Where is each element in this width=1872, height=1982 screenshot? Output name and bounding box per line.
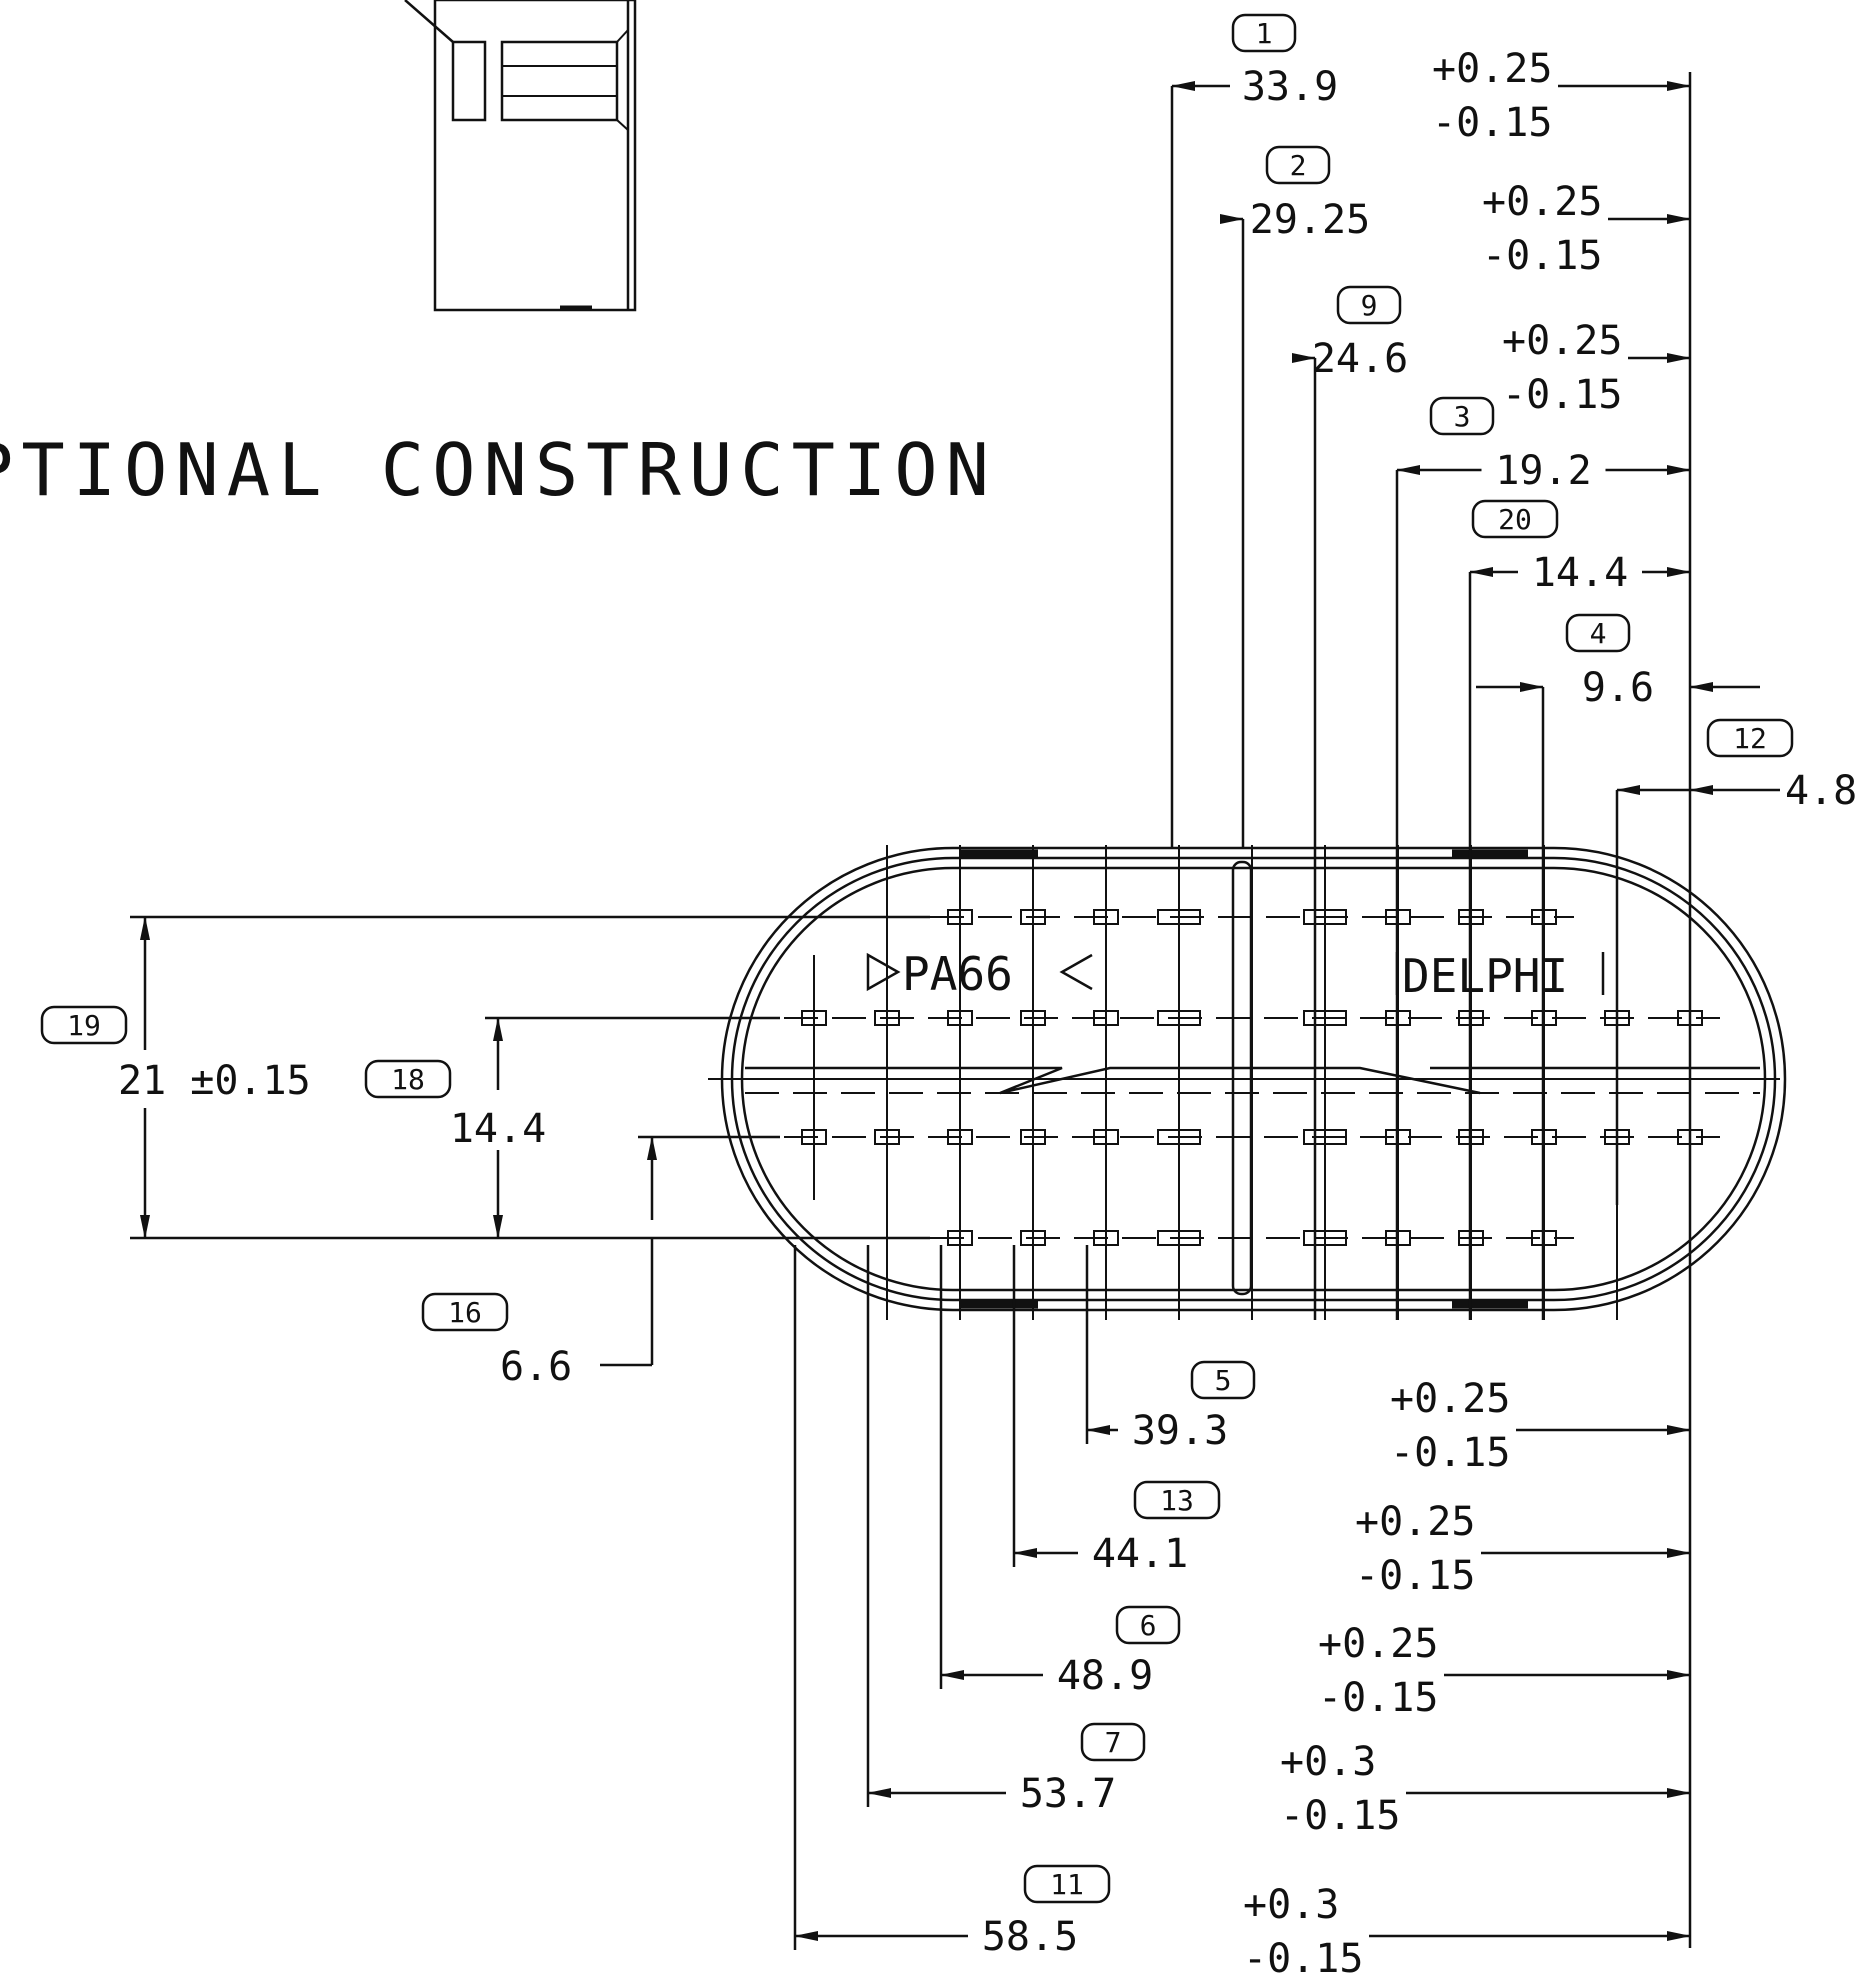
callout-tag-number: 12 [1733, 722, 1767, 755]
dim-tol-plus-11: +0.3 [1243, 1882, 1339, 1928]
callout-tag: 20 [1471, 499, 1559, 539]
callout-tag-number: 7 [1105, 1726, 1122, 1759]
callout-tag-frame [1565, 613, 1631, 653]
callout-tag-number: 16 [448, 1296, 482, 1329]
callout-tag: 16 [421, 1292, 509, 1332]
dim-value-20: 14.4 [1532, 550, 1628, 596]
callout-tag-frame [1133, 1480, 1221, 1520]
dim-tol-plus-13: +0.25 [1355, 1499, 1475, 1545]
callout-tag: 6 [1115, 1605, 1181, 1645]
callout-tag-number: 9 [1361, 289, 1378, 322]
callout-tag-number: 1 [1256, 17, 1273, 50]
dim-tol-minus-9: -0.15 [1502, 372, 1622, 418]
callout-tag-number: 3 [1454, 400, 1471, 433]
dim-tol-plus-6: +0.25 [1318, 1621, 1438, 1667]
callout-tag-frame [1231, 13, 1297, 53]
callout-tag-frame [1265, 145, 1331, 185]
dim-tol-minus-11: -0.15 [1243, 1936, 1363, 1982]
dimension-layer: 1 33.9 +0.25 -0.15 2 29.25 +0.25 -0.15 9 24.6 +0.2… [40, 13, 1857, 1982]
dim-value-3: 19.2 [1495, 448, 1591, 494]
view-title: PTIONAL CONSTRUCTION [0, 428, 997, 512]
dim-value-12: 4.8 [1785, 768, 1857, 814]
dim-tol-plus-2: +0.25 [1482, 179, 1602, 225]
callout-tag-frame [1429, 396, 1495, 436]
callout-tag-frame [421, 1292, 509, 1332]
callout-tag-frame [40, 1005, 128, 1045]
dim-value-18: 14.4 [450, 1106, 546, 1152]
mold-mark-material: PA66 [866, 947, 1093, 1001]
callout-tag-number: 18 [391, 1063, 425, 1096]
dim-value-9: 24.6 [1312, 336, 1408, 382]
dim-tol-minus-13: -0.15 [1355, 1553, 1475, 1599]
callout-tag-number: 5 [1215, 1364, 1232, 1397]
callout-tag-number: 20 [1498, 503, 1532, 536]
callout-tag-frame [1115, 1605, 1181, 1645]
callout-tag: 5 [1190, 1360, 1256, 1400]
dim-tol-plus-7: +0.3 [1280, 1739, 1376, 1785]
dim-tol-minus-1: -0.15 [1432, 100, 1552, 146]
callout-tag-number: 4 [1590, 617, 1607, 650]
callout-tag: 9 [1336, 285, 1402, 325]
callout-tag-frame [1023, 1864, 1111, 1904]
mold-brand-text: DELPHI [1402, 949, 1568, 1003]
callout-tag-frame [364, 1059, 452, 1099]
callout-tag: 4 [1565, 613, 1631, 653]
callout-tag: 13 [1133, 1480, 1221, 1520]
callout-tag: 1 [1231, 13, 1297, 53]
dim-value-4: 9.6 [1582, 665, 1654, 711]
dim-value-7: 53.7 [1020, 1771, 1116, 1817]
callout-tag-number: 13 [1160, 1484, 1194, 1517]
dim-tol-minus-2: -0.15 [1482, 233, 1602, 279]
dim-value-6: 48.9 [1057, 1653, 1153, 1699]
dim-value-5: 39.3 [1132, 1408, 1228, 1454]
dim-tol-plus-9: +0.25 [1502, 318, 1622, 364]
callout-tag-frame [1336, 285, 1402, 325]
callout-tag: 11 [1023, 1864, 1111, 1904]
callout-tag: 19 [40, 1005, 128, 1045]
mold-material-text: PA66 [902, 947, 1013, 1001]
callout-tag-frame [1080, 1722, 1146, 1762]
dim-tol-plus-5: +0.25 [1390, 1376, 1510, 1422]
callout-tag: 3 [1429, 396, 1495, 436]
callout-tag-frame [1706, 718, 1794, 758]
dim-value-13: 44.1 [1092, 1531, 1188, 1577]
dim-tol-minus-5: -0.15 [1390, 1430, 1510, 1476]
dim-tol-minus-7: -0.15 [1280, 1793, 1400, 1839]
callout-tag: 2 [1265, 145, 1331, 185]
side-view-detail [404, 0, 637, 312]
callout-tag-number: 19 [67, 1009, 101, 1042]
dim-value-19: 21 ±0.15 [118, 1058, 311, 1104]
dim-value-1: 33.9 [1242, 64, 1338, 110]
callout-tag-number: 11 [1050, 1868, 1084, 1901]
dim-tol-minus-6: -0.15 [1318, 1675, 1438, 1721]
callout-tag: 7 [1080, 1722, 1146, 1762]
callout-tag: 18 [364, 1059, 452, 1099]
dim-value-2: 29.25 [1250, 197, 1370, 243]
callout-tag-frame [1471, 499, 1559, 539]
callout-tag-number: 2 [1290, 149, 1307, 182]
mold-mark-brand: DELPHI [1395, 949, 1605, 1003]
dim-value-11: 58.5 [982, 1914, 1078, 1960]
callout-tag-number: 6 [1140, 1609, 1157, 1642]
dim-value-16: 6.6 [500, 1344, 572, 1390]
dim-tol-plus-1: +0.25 [1432, 46, 1552, 92]
callout-tag-frame [1190, 1360, 1256, 1400]
callout-tag: 12 [1706, 718, 1794, 758]
